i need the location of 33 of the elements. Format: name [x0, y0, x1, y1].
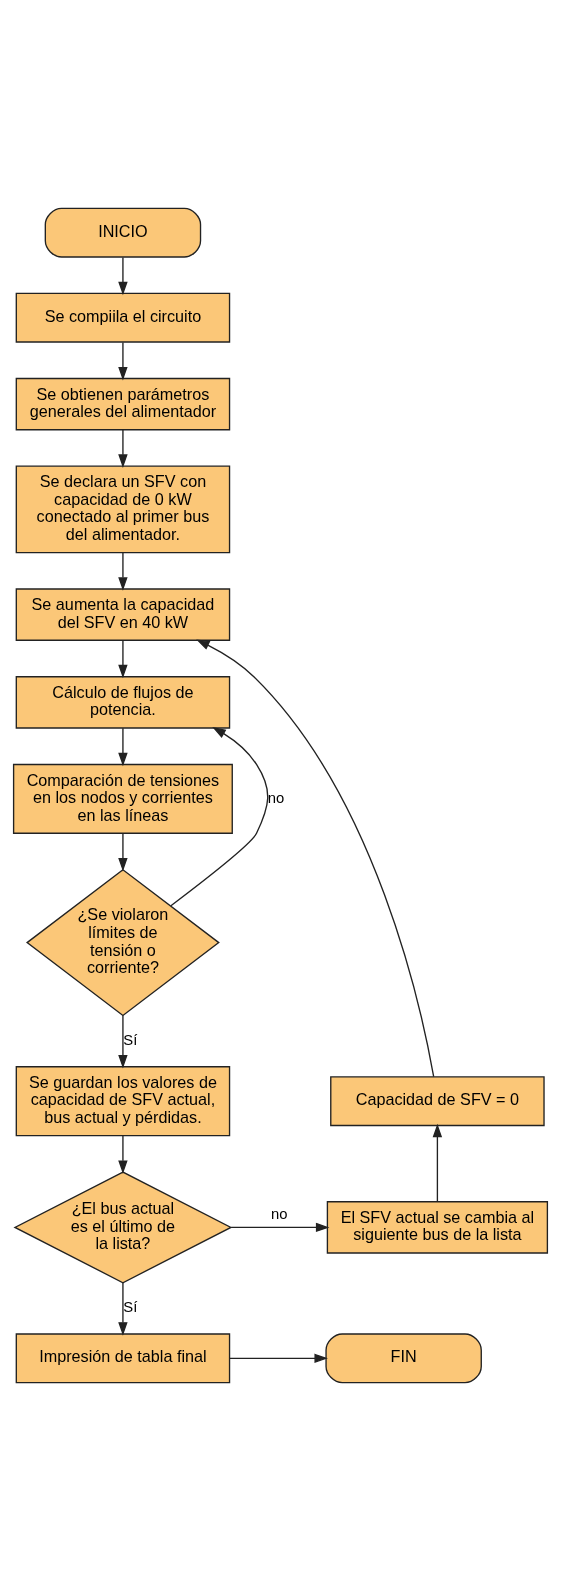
node-box: Se guardan los valores de capacidad de SFV actual, bus actual y pérdidas. — [15, 1065, 231, 1136]
arrow — [229, 1353, 328, 1363]
node-box: Capacidad de SFV = 0 — [330, 1075, 545, 1126]
edge-label: no — [267, 789, 285, 806]
arrow — [432, 1123, 443, 1202]
arrow — [118, 1281, 128, 1336]
edge-label: no — [270, 1205, 288, 1222]
arrow — [118, 551, 128, 591]
node-box: Cálculo de flujos de potencia. — [15, 675, 231, 729]
node-box: Impresión de tabla final — [15, 1332, 231, 1383]
node-box: Se obtienen parámetros generales del alimentador — [15, 377, 231, 430]
node-diamond: ¿Se violaron límites de tensión o corriente? — [26, 868, 220, 1016]
arrow — [118, 428, 128, 468]
arrow — [118, 341, 128, 380]
arrow — [118, 1134, 128, 1174]
node-box: Comparación de tensiones en los nodos y corrientes en las líneas — [12, 763, 233, 834]
node-box: Se aumenta la capacidad del SFV en 40 kW — [15, 587, 231, 641]
edge-label: Sí — [123, 1031, 138, 1048]
node-box: FIN — [325, 1332, 482, 1383]
node-diamond: ¿El bus actual es el último de la lista? — [13, 1170, 233, 1283]
arrow — [170, 726, 269, 906]
node-box: El SFV actual se cambia al siguiente bus de la lista — [326, 1200, 549, 1254]
node-box: Se declara un SFV con capacidad de 0 kW conectado al primer bus del alimentador. — [15, 465, 231, 553]
node-box: INICIO — [44, 207, 202, 258]
edge-label: Sí — [123, 1298, 138, 1315]
arrow — [118, 1014, 128, 1068]
arrow — [196, 639, 435, 1077]
arrow — [118, 727, 128, 766]
arrow — [230, 1222, 330, 1232]
arrow — [118, 832, 128, 871]
arrow — [118, 256, 128, 295]
arrow — [118, 639, 128, 678]
node-box: Se compiila el circuito — [15, 292, 231, 343]
